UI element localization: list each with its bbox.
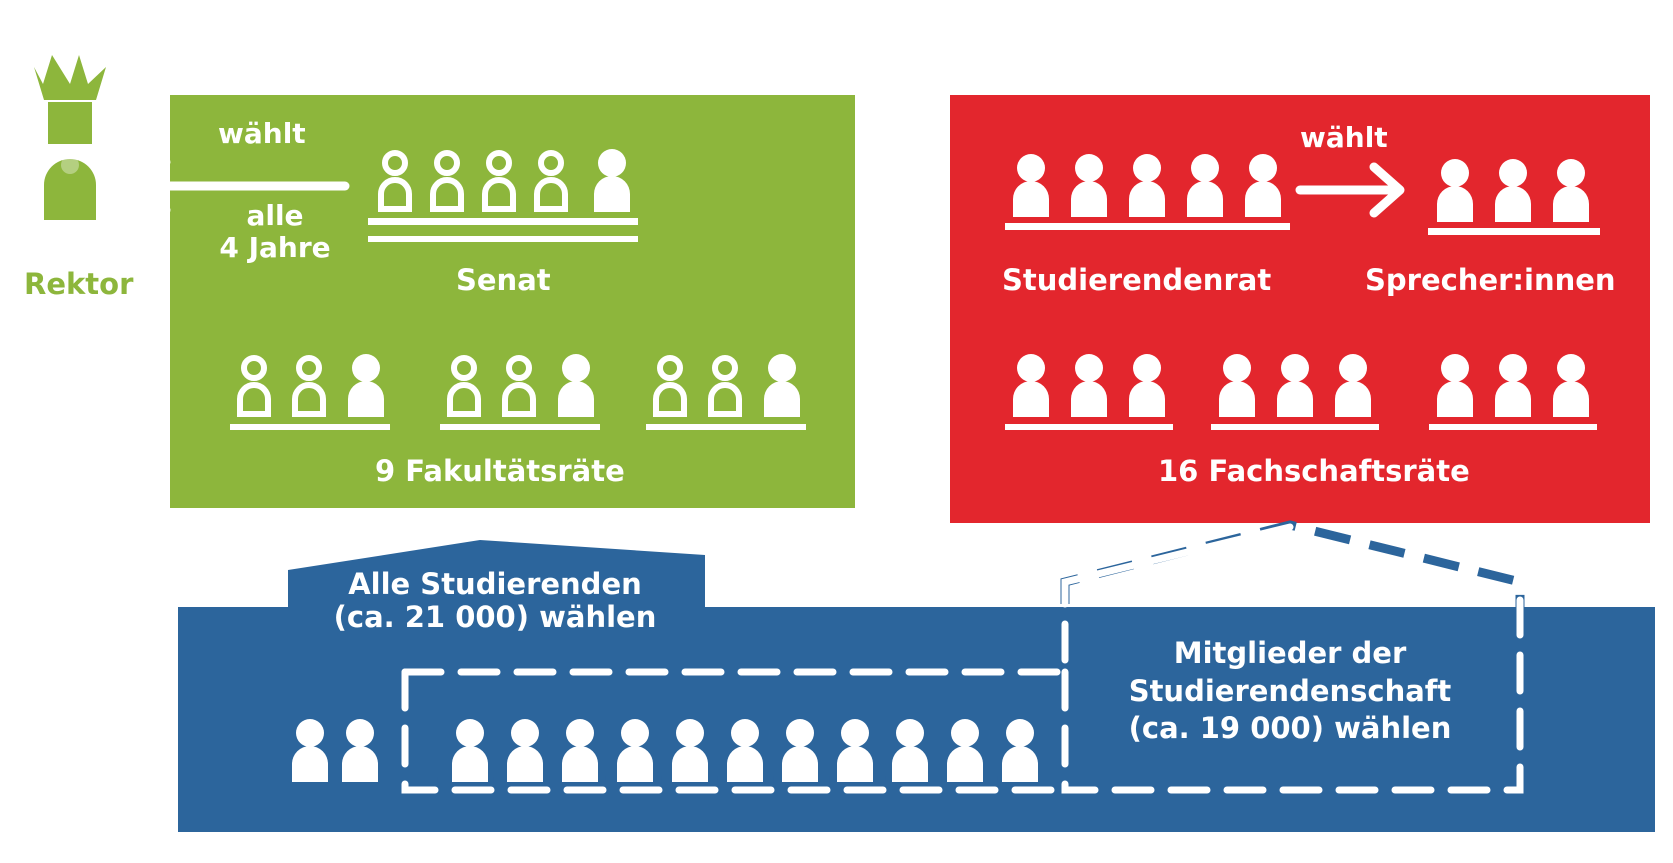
department-council-3-icon — [1429, 354, 1597, 430]
student-council-members-icon — [1005, 154, 1290, 230]
dashed-member-boundary-left — [401, 668, 1069, 794]
faculty-council-1-icon — [230, 354, 390, 430]
members-line-2: Studierendenschaft — [1128, 673, 1452, 708]
speakers-label: Sprecher:innen — [1365, 263, 1616, 297]
senat-elects-label: wählt — [218, 117, 306, 150]
members-line-1: Mitglieder der — [1173, 636, 1407, 670]
student-bodies-panel — [950, 95, 1650, 523]
dashed-member-boundary — [401, 523, 1294, 676]
department-councils-label: 16 Fachschaftsräte — [1158, 454, 1470, 488]
members-label: Mitglieder der Studierendenschaft (ca. 1… — [1105, 635, 1475, 748]
student-council-elects-label: wählt — [1300, 121, 1388, 154]
faculty-council-2-icon — [440, 354, 600, 430]
student-council-label: Studierendenrat — [1002, 263, 1272, 297]
interval-line-1: alle — [246, 199, 304, 232]
all-students-line-1: Alle Studierenden — [348, 567, 642, 601]
arrow-right-icon — [1295, 162, 1405, 218]
all-students-label: Alle Studierenden (ca. 21 000) wählen — [325, 567, 665, 635]
king-crown-icon — [34, 55, 106, 220]
electorate-panel — [178, 540, 1655, 832]
senat-label: Senat — [456, 263, 551, 297]
department-council-1-icon — [1005, 354, 1173, 430]
department-council-2-icon — [1211, 354, 1379, 430]
interval-line-2: 4 Jahre — [219, 231, 331, 265]
faculty-councils-label: 9 Fakultätsräte — [375, 454, 625, 488]
arrow-left-icon — [133, 157, 350, 215]
faculty-council-3-icon — [646, 354, 806, 430]
senat-members-icon — [368, 149, 638, 242]
all-students-line-2: (ca. 21 000) wählen — [333, 600, 657, 635]
members-line-3: (ca. 19 000) wählen — [1128, 711, 1452, 746]
dashed-member-boundary-right — [1061, 596, 1524, 794]
rektor-label: Rektor — [24, 267, 134, 301]
speakers-members-icon — [1428, 159, 1600, 235]
election-interval-label: alle 4 Jahre — [215, 199, 335, 265]
university-bodies-panel — [170, 95, 855, 508]
